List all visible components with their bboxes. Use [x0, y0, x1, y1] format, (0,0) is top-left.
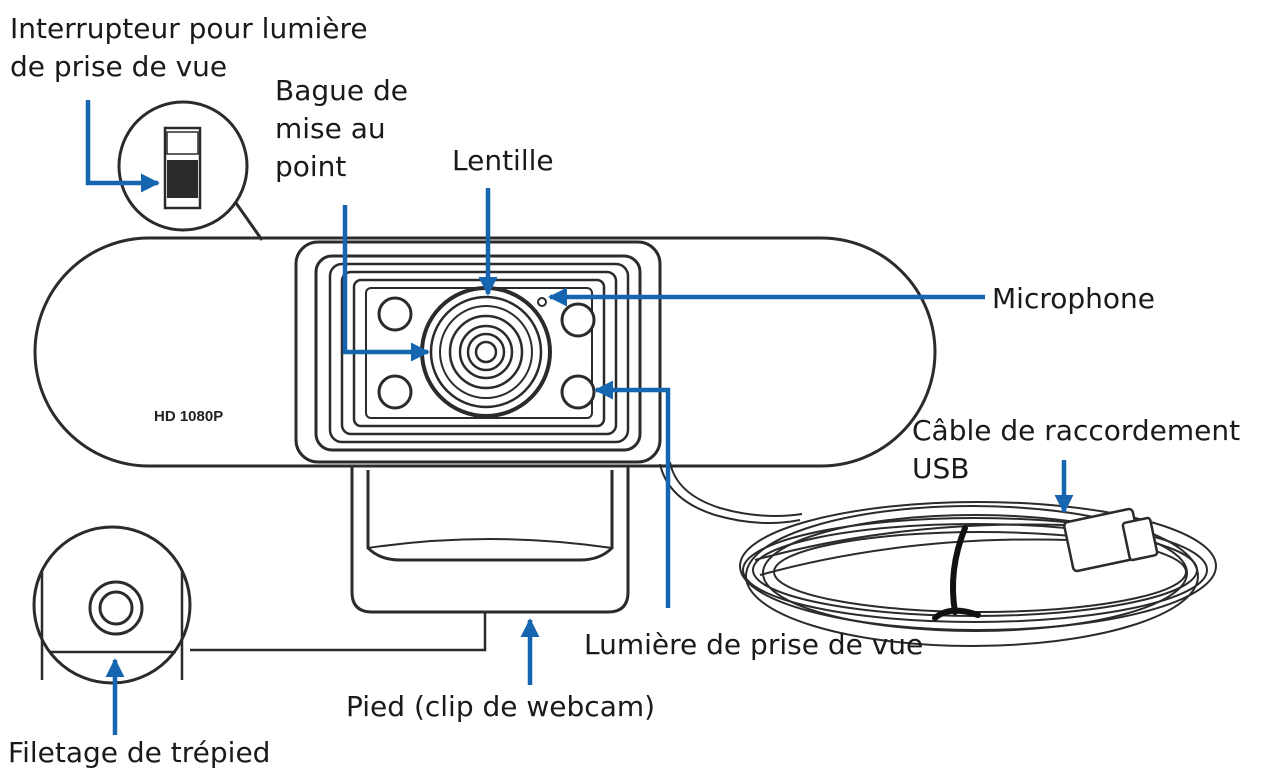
switch-label-line-1: Interrupteur pour lumière [10, 12, 368, 45]
lens-assembly [420, 286, 552, 418]
tripod-inset [32, 525, 192, 685]
microphone-hole [537, 297, 547, 307]
lens-label: Lentille [452, 144, 554, 177]
fill-light-arrow [594, 380, 671, 608]
led-bottom-right [560, 374, 596, 410]
usb-cable-label: Câble de raccordement USB [912, 412, 1240, 488]
usb-plug [1063, 507, 1159, 573]
usb-cable-label-line-1: Câble de raccordement [912, 414, 1241, 447]
fill-light-label: Lumière de prise de vue [584, 628, 924, 661]
focus-ring-label-line-1: Bague de [275, 74, 409, 107]
stand-clip [350, 462, 630, 614]
switch-arrow [85, 100, 160, 193]
annotation-arrows [85, 100, 1074, 735]
usb-cable-label-line-2: USB [912, 452, 970, 485]
focus-ring-arrow [342, 205, 430, 362]
stand-leader-line [190, 612, 487, 652]
focus-ring-label-line-2: mise au [275, 112, 386, 145]
tripod-thread-label: Filetage de trépied [8, 736, 271, 769]
fill-light-leds [377, 296, 596, 410]
switch-label-line-2: de prise de vue [10, 50, 228, 83]
focus-ring-label-line-3: point [275, 150, 347, 183]
stand-label: Pied (clip de webcam) [346, 690, 656, 723]
switch-label: Interrupteur pour lumière de prise de vu… [10, 10, 368, 86]
led-top-right [560, 302, 596, 338]
cable-tie [932, 525, 981, 621]
microphone-label: Microphone [992, 282, 1155, 315]
led-bottom-left [377, 374, 413, 410]
focus-ring-label: Bague de mise au point [275, 72, 408, 186]
hd-badge: HD 1080P [154, 408, 223, 425]
led-top-left [377, 296, 413, 332]
switch-inset [117, 100, 264, 241]
